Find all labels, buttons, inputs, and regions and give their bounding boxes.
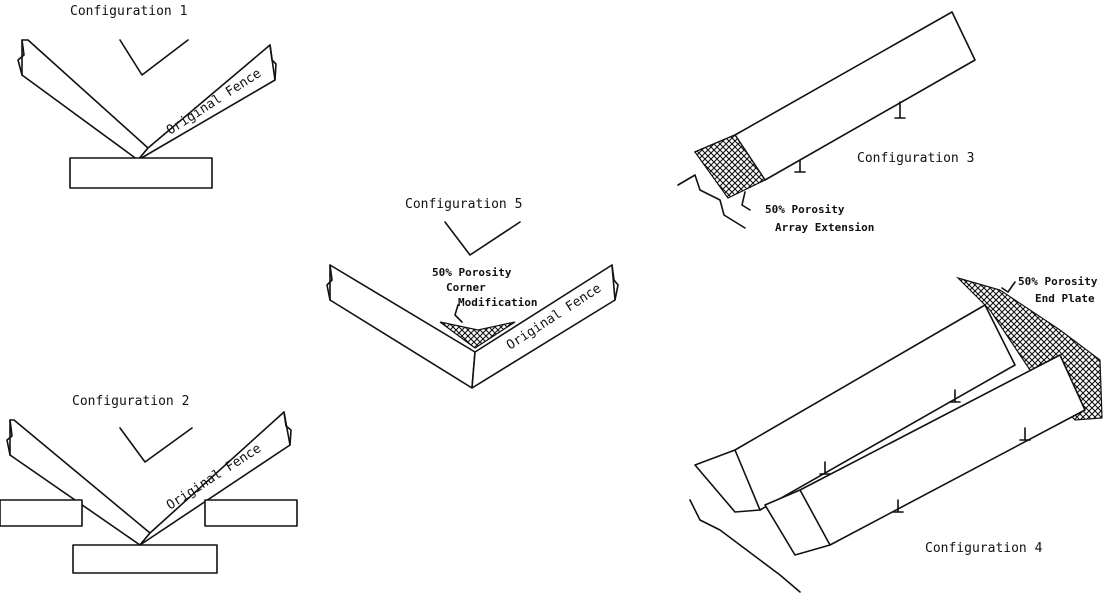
configuration-5-fence-label: Original Fence — [504, 281, 604, 353]
base-block — [72, 544, 218, 574]
configuration-2-title: Configuration 2 — [72, 394, 189, 409]
fence-break-right — [283, 411, 292, 446]
fence-break-right — [269, 44, 277, 81]
wind-direction-arrow — [119, 39, 189, 76]
configuration-1: Configuration 1 Original Fence — [17, 4, 277, 189]
porosity-array-extension — [694, 134, 766, 199]
configuration-5: Configuration 5 50% Porosity Corner Modi… — [326, 197, 619, 389]
configuration-4-callout-line-2: End Plate — [1035, 292, 1095, 305]
configuration-4-callout-line-1: 50% Porosity — [1018, 275, 1098, 288]
configuration-5-title: Configuration 5 — [405, 197, 522, 212]
configuration-4: 50% Porosity End Plate Configuration 4 — [689, 275, 1103, 593]
configuration-1-title: Configuration 1 — [70, 4, 187, 19]
fence-break-left — [326, 264, 333, 301]
configuration-4-title: Configuration 4 — [925, 541, 1043, 556]
support-post — [894, 101, 906, 119]
support-post — [892, 499, 904, 513]
fence-front-end-edge — [799, 489, 831, 546]
wind-direction-arrow — [444, 221, 521, 256]
configuration-5-callout-line-2: Corner — [446, 281, 486, 294]
support-post — [819, 461, 831, 475]
corner-callout-leader — [454, 304, 463, 323]
extension-callout-leader — [741, 191, 751, 211]
configuration-3-title: Configuration 3 — [857, 151, 974, 166]
configuration-5-callout-line-1: 50% Porosity — [432, 266, 512, 279]
side-block-right — [204, 499, 298, 527]
configuration-3-callout-line-2: Array Extension — [775, 221, 874, 234]
fence-left-panel — [21, 39, 149, 161]
end-plate-callout-leader — [1001, 281, 1016, 293]
fence-rear-end-edge — [734, 449, 761, 511]
configuration-2: Configuration 2 Original Fence — [0, 394, 298, 574]
configuration-3-callout-line-1: 50% Porosity — [765, 203, 845, 216]
support-post — [1019, 427, 1031, 441]
configuration-5-callout-line-3: Modification — [458, 296, 537, 309]
configuration-1-fence-label: Original Fence — [164, 66, 264, 138]
support-post — [794, 159, 806, 173]
wind-direction-arrow — [119, 427, 193, 463]
ground-break-line — [689, 499, 801, 593]
ground-break-line — [677, 174, 746, 229]
porosity-corner-modification — [439, 321, 516, 349]
support-post — [949, 389, 961, 403]
fence-break-left — [6, 419, 13, 456]
side-block-left — [0, 499, 83, 527]
fence-break-right — [611, 264, 619, 301]
fence-break-left — [17, 39, 25, 76]
base-block — [69, 157, 213, 189]
configuration-3: Configuration 3 50% Porosity Array Exten… — [677, 11, 976, 234]
